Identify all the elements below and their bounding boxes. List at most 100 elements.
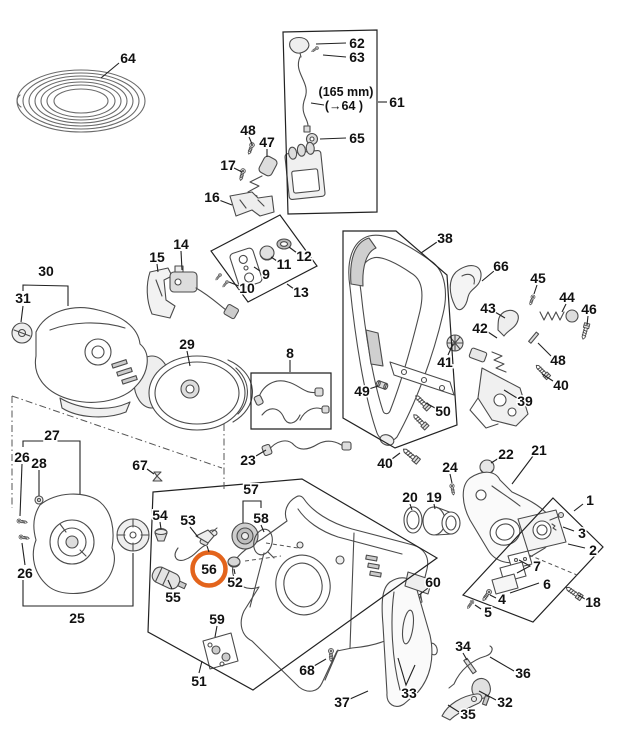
- leader-line: [503, 389, 518, 399]
- part-label-13: 13: [293, 284, 309, 300]
- part-52-plug: [227, 556, 241, 568]
- leader-line: [180, 250, 183, 271]
- part-label-14: 14: [173, 236, 189, 252]
- part-28-washer: [34, 495, 44, 505]
- leader-line: [433, 503, 436, 510]
- group-box-51: [147, 478, 439, 691]
- part-label-7: 7: [533, 558, 541, 574]
- leader-line: [567, 543, 586, 549]
- leader-line: [100, 62, 120, 79]
- part-label-40: 40: [553, 377, 569, 393]
- leader-line: [561, 303, 567, 313]
- part-label-64: 64: [120, 50, 136, 66]
- plug-boot: [223, 303, 240, 320]
- part-19-sleeve: [422, 506, 461, 536]
- leader-line: [260, 524, 265, 533]
- part-38-handlebar: [348, 234, 455, 446]
- part-label-43: 43: [480, 300, 496, 316]
- leader-line: [537, 342, 552, 357]
- part-42-adjuster: [468, 347, 488, 363]
- leader-line: [447, 704, 460, 713]
- part-20-ring: [403, 506, 423, 534]
- part-label-30: 30: [38, 263, 54, 279]
- part-label-31: 31: [15, 290, 31, 306]
- part-label-51: 51: [191, 673, 207, 689]
- leader-line: [310, 102, 325, 106]
- leader-line: [511, 455, 534, 485]
- leader-line: [198, 660, 203, 674]
- leader-line: [490, 457, 500, 464]
- leader-line: [156, 263, 159, 273]
- group-box-8: [250, 372, 332, 430]
- part-label-53: 53: [180, 512, 196, 528]
- part-label-24: 24: [442, 459, 458, 475]
- leader-line: [319, 137, 347, 140]
- section-divider-line: [11, 395, 223, 469]
- part-label-34: 34: [455, 638, 471, 654]
- part-label-44: 44: [559, 289, 575, 305]
- leader-line: [19, 463, 23, 517]
- leader-line: [577, 594, 586, 600]
- leader-line: [418, 587, 429, 596]
- leader-line: [562, 526, 575, 532]
- leader-line: [541, 373, 554, 382]
- part-24-screw: [449, 483, 457, 496]
- diagram-note: (165 mm): [319, 85, 374, 99]
- part-label-52: 52: [227, 574, 243, 590]
- part-67-clip: [152, 471, 163, 482]
- part-46-bolt: [579, 322, 591, 341]
- part-42-spring: [491, 351, 507, 373]
- group-13-flange: [214, 238, 292, 289]
- part-label-15: 15: [149, 249, 165, 265]
- part-label-37: 37: [334, 694, 350, 710]
- part-label-67: 67: [132, 457, 148, 473]
- leader-line: [368, 385, 379, 390]
- part-45-screw: [527, 294, 536, 306]
- part-label-1: 1: [586, 492, 594, 508]
- part-36-rod: [448, 645, 493, 689]
- part-label-29: 29: [179, 336, 195, 352]
- part-label-21: 21: [531, 442, 547, 458]
- part-59-plate: [202, 632, 239, 670]
- part-label-3: 3: [578, 525, 586, 541]
- leader-line: [462, 652, 468, 661]
- leader-line: [447, 343, 454, 356]
- part-label-10: 10: [239, 280, 255, 296]
- leader-line: [322, 54, 347, 58]
- part-label-26: 26: [17, 565, 33, 581]
- part-58-buffer: [231, 522, 275, 559]
- part-64-hose: [297, 56, 309, 128]
- part-label-23: 23: [240, 452, 256, 468]
- part-40-bolt: [400, 446, 421, 465]
- part-label-38: 38: [437, 230, 453, 246]
- part-14-coil: [169, 265, 198, 293]
- part-label-56: 56: [201, 561, 217, 577]
- group-chain-tensioner: [446, 265, 591, 429]
- part-label-65: 65: [349, 130, 365, 146]
- leader-line: [218, 199, 233, 206]
- leader-line: [288, 246, 298, 254]
- leader-line: [248, 136, 253, 145]
- part-label-48: 48: [550, 352, 566, 368]
- leader-line: [425, 402, 436, 409]
- leader-line: [420, 241, 438, 254]
- part-label-16: 16: [204, 189, 220, 205]
- group-shroud: [11, 307, 148, 418]
- assembly-dashed-line: [528, 554, 578, 576]
- part-label-54: 54: [152, 507, 168, 523]
- part-62-vent: [289, 36, 310, 54]
- part-23-hose: [261, 440, 352, 457]
- part-label-41: 41: [437, 354, 453, 370]
- part-10-screw: [221, 279, 230, 289]
- part-34-pin: [463, 657, 477, 675]
- leader-line: [146, 468, 155, 475]
- part-9-plate: [229, 247, 263, 289]
- reference-lines-layer: [11, 395, 578, 576]
- part-label-35: 35: [460, 706, 476, 722]
- leader-line: [214, 625, 218, 638]
- part-44-spring: [539, 311, 565, 321]
- handle-grip: [350, 237, 377, 287]
- leader-line: [270, 256, 278, 262]
